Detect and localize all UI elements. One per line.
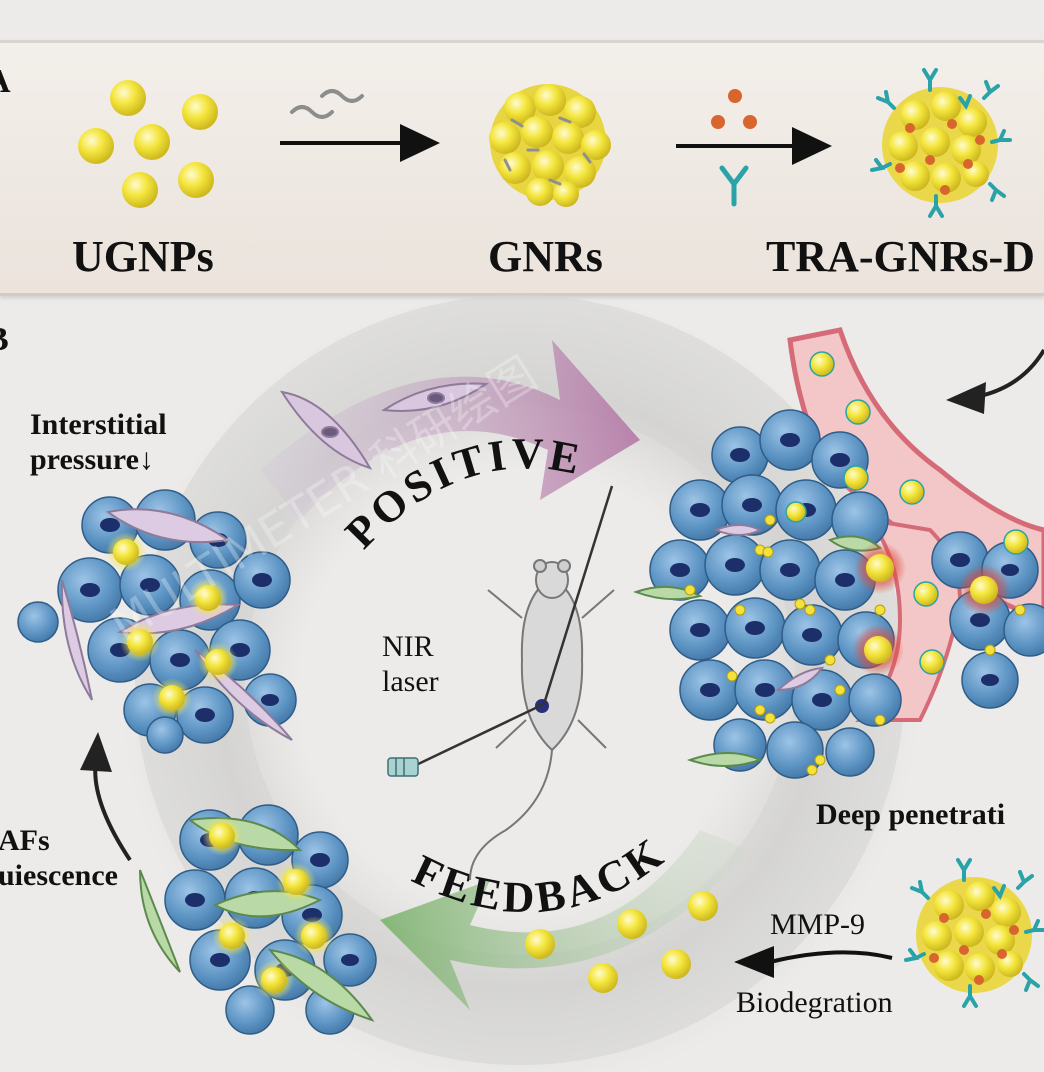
- label-gnrs: GNRs: [488, 232, 603, 281]
- mmp9-label: MMP-9: [770, 908, 866, 941]
- nir-line2: laser: [382, 664, 439, 698]
- laser-fiber: [413, 485, 614, 768]
- arrow-gnrs-to-tra: [676, 127, 832, 165]
- ugnp-particles: [78, 80, 218, 208]
- interstitial-line2: pressure↓: [30, 442, 154, 476]
- label-tra-gnrs-d: TRA-GNRs-D: [766, 232, 1035, 281]
- positive-arrow: [260, 340, 640, 520]
- tumor-cluster-bottom-left: [139, 804, 377, 1035]
- tumor-cluster-left: [17, 489, 297, 754]
- arrow-into-vessel: [946, 348, 1044, 414]
- tra-gnrs-d-particle: [870, 68, 1012, 218]
- nir-line1: NIR: [382, 630, 434, 663]
- drug-molecule-icon: [711, 89, 757, 129]
- reagent-wave-icon: [290, 89, 364, 119]
- label-ugnps: UGNPs: [72, 232, 214, 281]
- caf-cell-floating: [279, 382, 489, 470]
- gnr-cluster: [489, 84, 611, 207]
- released-ugnps: [525, 891, 718, 993]
- tra-gnrs-d-degrading: [904, 858, 1044, 1008]
- panel-letter-a: A: [0, 63, 11, 100]
- nir-laser-label: NIR laser: [382, 630, 439, 699]
- cafs-line1: AFs: [0, 824, 50, 857]
- arrow-biodegradation: [734, 946, 893, 978]
- interstitial-line1: Interstitial: [30, 408, 167, 441]
- interstitial-pressure-label: Interstitial pressure↓: [30, 408, 167, 477]
- antibody-icon: [719, 165, 749, 207]
- panel-a: UGNPs GNRs TRA-GNRs-D: [0, 40, 1044, 296]
- panel-letter-b: B: [0, 321, 9, 358]
- deep-penetration-label: Deep penetrati: [816, 798, 1006, 831]
- arrow-up-left: [80, 732, 132, 862]
- biodegradation-label: Biodegration: [736, 986, 893, 1019]
- laser-device-icon: [387, 757, 419, 777]
- cafs-quiescence-label: AFs uiescence: [0, 824, 118, 893]
- cafs-line2: uiescence: [0, 858, 118, 892]
- tumor-mass-right: [633, 351, 1044, 779]
- feedback-arrow: [380, 830, 750, 1010]
- arrow-ugnps-to-gnrs: [280, 124, 440, 162]
